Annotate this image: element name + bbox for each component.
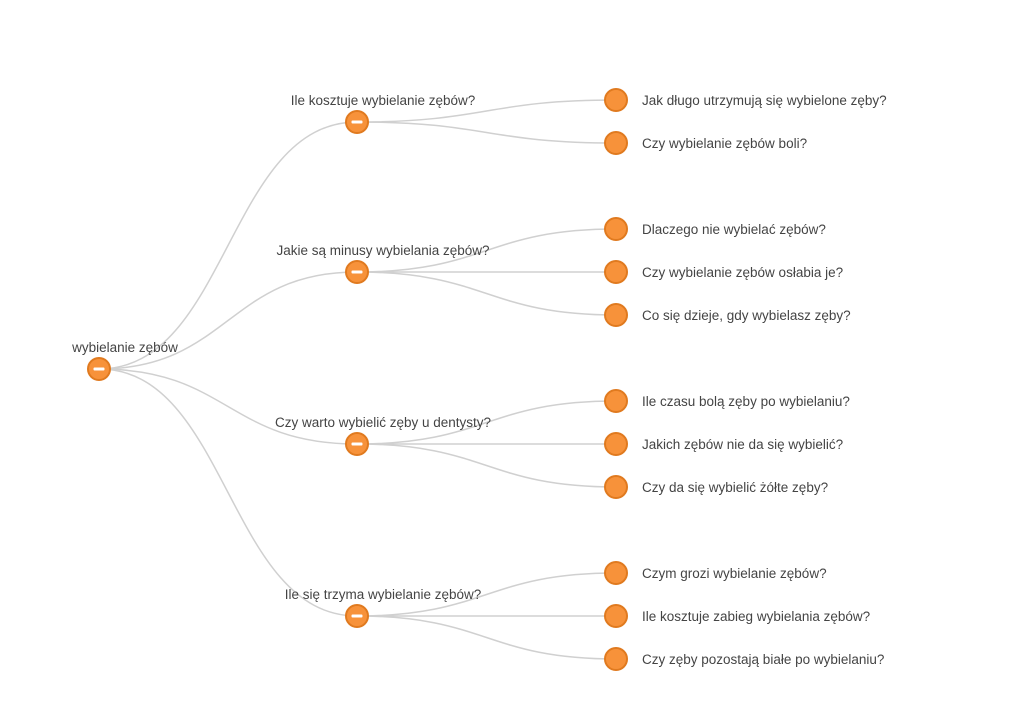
branch-node-label: Czy warto wybielić zęby u dentysty? bbox=[275, 415, 491, 430]
link-root-to-branch bbox=[98, 271, 358, 370]
collapse-minus-icon[interactable] bbox=[93, 367, 105, 371]
leaf-node[interactable]: Jak długo utrzymują się wybielone zęby? bbox=[604, 88, 887, 112]
branch-node[interactable]: Ile się trzyma wybielanie zębów? bbox=[285, 587, 482, 628]
link-branch-to-leaf bbox=[356, 271, 617, 316]
branch-node[interactable]: Ile kosztuje wybielanie zębów? bbox=[291, 93, 476, 134]
leaf-node[interactable]: Ile czasu bolą zęby po wybielaniu? bbox=[604, 389, 850, 413]
branch-node[interactable]: Czy warto wybielić zęby u dentysty? bbox=[275, 415, 491, 456]
leaf-node-circle[interactable] bbox=[604, 88, 628, 112]
link-branch-to-leaf bbox=[356, 121, 617, 144]
link-root-to-branch bbox=[98, 368, 358, 617]
link-root-to-branch bbox=[98, 121, 358, 370]
collapse-minus-icon[interactable] bbox=[351, 270, 363, 274]
leaf-node-label: Jak długo utrzymują się wybielone zęby? bbox=[642, 93, 887, 108]
leaf-node[interactable]: Czy da się wybielić żółte zęby? bbox=[604, 475, 828, 499]
collapse-minus-icon[interactable] bbox=[351, 442, 363, 446]
leaf-node[interactable]: Co się dzieje, gdy wybielasz zęby? bbox=[604, 303, 851, 327]
leaf-node-circle[interactable] bbox=[604, 131, 628, 155]
leaf-node-label: Ile kosztuje zabieg wybielania zębów? bbox=[642, 609, 870, 624]
leaf-node-label: Czy wybielanie zębów boli? bbox=[642, 136, 807, 151]
leaf-node-label: Czy da się wybielić żółte zęby? bbox=[642, 480, 828, 495]
leaf-node-circle[interactable] bbox=[604, 217, 628, 241]
branch-node-label: Ile się trzyma wybielanie zębów? bbox=[285, 587, 482, 602]
leaf-node-circle[interactable] bbox=[604, 260, 628, 284]
leaf-node[interactable]: Czym grozi wybielanie zębów? bbox=[604, 561, 827, 585]
collapse-minus-icon[interactable] bbox=[351, 120, 363, 124]
leaf-node[interactable]: Czy zęby pozostają białe po wybielaniu? bbox=[604, 647, 884, 671]
leaf-node-circle[interactable] bbox=[604, 389, 628, 413]
leaf-node-circle[interactable] bbox=[604, 604, 628, 628]
link-branch-to-leaf bbox=[356, 400, 617, 445]
leaf-node[interactable]: Dlaczego nie wybielać zębów? bbox=[604, 217, 826, 241]
leaf-node-circle[interactable] bbox=[604, 475, 628, 499]
leaf-node-circle[interactable] bbox=[604, 647, 628, 671]
leaf-node-circle[interactable] bbox=[604, 561, 628, 585]
root-node[interactable]: wybielanie zębów bbox=[71, 340, 178, 381]
tree-links bbox=[98, 99, 617, 660]
leaf-node[interactable]: Czy wybielanie zębów osłabia je? bbox=[604, 260, 843, 284]
leaf-node-label: Co się dzieje, gdy wybielasz zęby? bbox=[642, 308, 851, 323]
leaf-node[interactable]: Czy wybielanie zębów boli? bbox=[604, 131, 807, 155]
collapse-minus-icon[interactable] bbox=[351, 614, 363, 618]
link-branch-to-leaf bbox=[356, 99, 617, 123]
leaf-node-circle[interactable] bbox=[604, 303, 628, 327]
leaf-node-label: Czym grozi wybielanie zębów? bbox=[642, 566, 827, 581]
leaf-node-label: Ile czasu bolą zęby po wybielaniu? bbox=[642, 394, 850, 409]
leaf-node[interactable]: Jakich zębów nie da się wybielić? bbox=[604, 432, 843, 456]
link-branch-to-leaf bbox=[356, 572, 617, 617]
leaf-node-label: Czy zęby pozostają białe po wybielaniu? bbox=[642, 652, 884, 667]
leaf-node-label: Dlaczego nie wybielać zębów? bbox=[642, 222, 826, 237]
tree-nodes: wybielanie zębów Ile kosztuje wybielanie … bbox=[71, 88, 887, 671]
root-node-label: wybielanie zębów bbox=[71, 340, 178, 355]
link-branch-to-leaf bbox=[356, 615, 617, 660]
link-branch-to-leaf bbox=[356, 228, 617, 273]
branch-node-label: Jakie są minusy wybielania zębów? bbox=[276, 243, 489, 258]
branch-node[interactable]: Jakie są minusy wybielania zębów? bbox=[276, 243, 490, 284]
link-root-to-branch bbox=[98, 368, 358, 445]
leaf-node[interactable]: Ile kosztuje zabieg wybielania zębów? bbox=[604, 604, 870, 628]
branch-node-label: Ile kosztuje wybielanie zębów? bbox=[291, 93, 476, 108]
leaf-node-label: Jakich zębów nie da się wybielić? bbox=[642, 437, 843, 452]
link-branch-to-leaf bbox=[356, 443, 617, 488]
leaf-node-label: Czy wybielanie zębów osłabia je? bbox=[642, 265, 843, 280]
leaf-node-circle[interactable] bbox=[604, 432, 628, 456]
